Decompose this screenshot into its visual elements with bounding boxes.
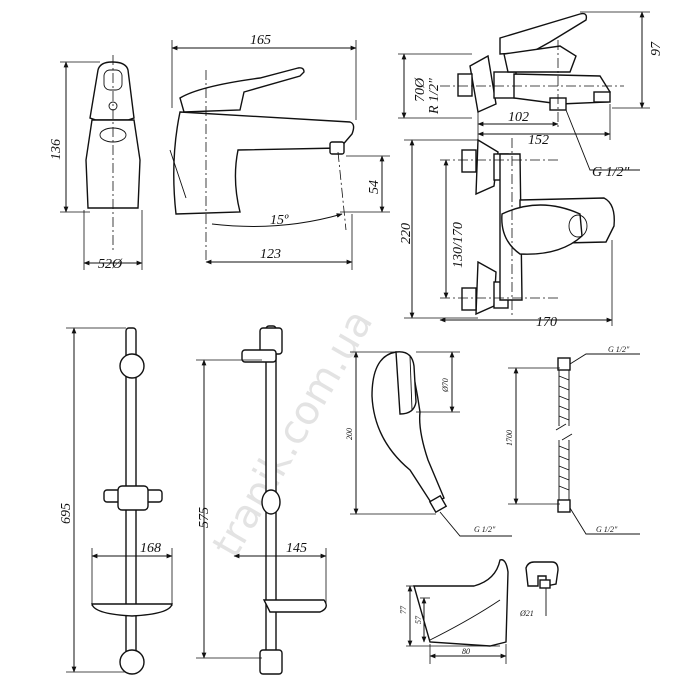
basin-height-label: 136 [49, 139, 64, 160]
bath-thread-top-label: R 1/2" [427, 78, 442, 115]
basin-mixer-front-view [60, 55, 143, 270]
basin-base-diameter-label: 52Ø [98, 257, 123, 272]
hose-thread-bottom-label: G 1/2" [596, 525, 618, 534]
shower-rail-front-view [66, 327, 173, 675]
rail-soap-dish-side-label: 145 [286, 541, 307, 556]
shower-hose-view [508, 353, 640, 535]
hand-shower-thread-label: G 1/2" [474, 525, 496, 534]
bath-depth-outer-label: 152 [528, 133, 549, 148]
watermark-text: trapik.com.ua [204, 302, 382, 565]
hose-length-label: 1700 [505, 430, 514, 446]
rail-front-height-label: 695 [59, 503, 74, 524]
holder-diameter-label: Ø21 [519, 609, 534, 618]
bath-centers-label: 130/170 [451, 222, 466, 268]
basin-width-label: 165 [250, 33, 271, 48]
bath-height-label: 97 [649, 41, 664, 56]
holder-depth-label: 80 [462, 647, 470, 656]
bath-height-total-label: 220 [399, 223, 414, 244]
hand-shower-view [350, 351, 512, 537]
basin-swivel-angle-label: 15º [270, 213, 289, 228]
bath-width-label: 170 [536, 315, 557, 330]
holder-height-inner-label: 57 [414, 615, 423, 624]
bath-mixer-front-view [404, 138, 615, 326]
shower-rail-side-view [196, 325, 327, 675]
bath-outlet-thread-label: G 1/2" [592, 165, 630, 180]
bath-depth-inner-label: 102 [508, 110, 529, 125]
bath-connection-diameter-label: 70Ø [413, 77, 428, 102]
shower-holder-view [406, 559, 559, 664]
holder-height-outer-label: 77 [399, 605, 408, 614]
rail-soap-dish-front-label: 168 [140, 541, 161, 556]
basin-reach-label: 123 [260, 247, 281, 262]
basin-mixer-side-view [169, 40, 390, 270]
hand-shower-head-diameter-label: Ø70 [441, 378, 450, 393]
hose-thread-top-label: G 1/2" [608, 345, 630, 354]
basin-spout-height-label: 54 [367, 180, 382, 194]
hand-shower-length-label: 200 [345, 428, 354, 440]
bath-mixer-top-view [398, 11, 650, 171]
rail-side-height-label: 575 [197, 507, 212, 528]
